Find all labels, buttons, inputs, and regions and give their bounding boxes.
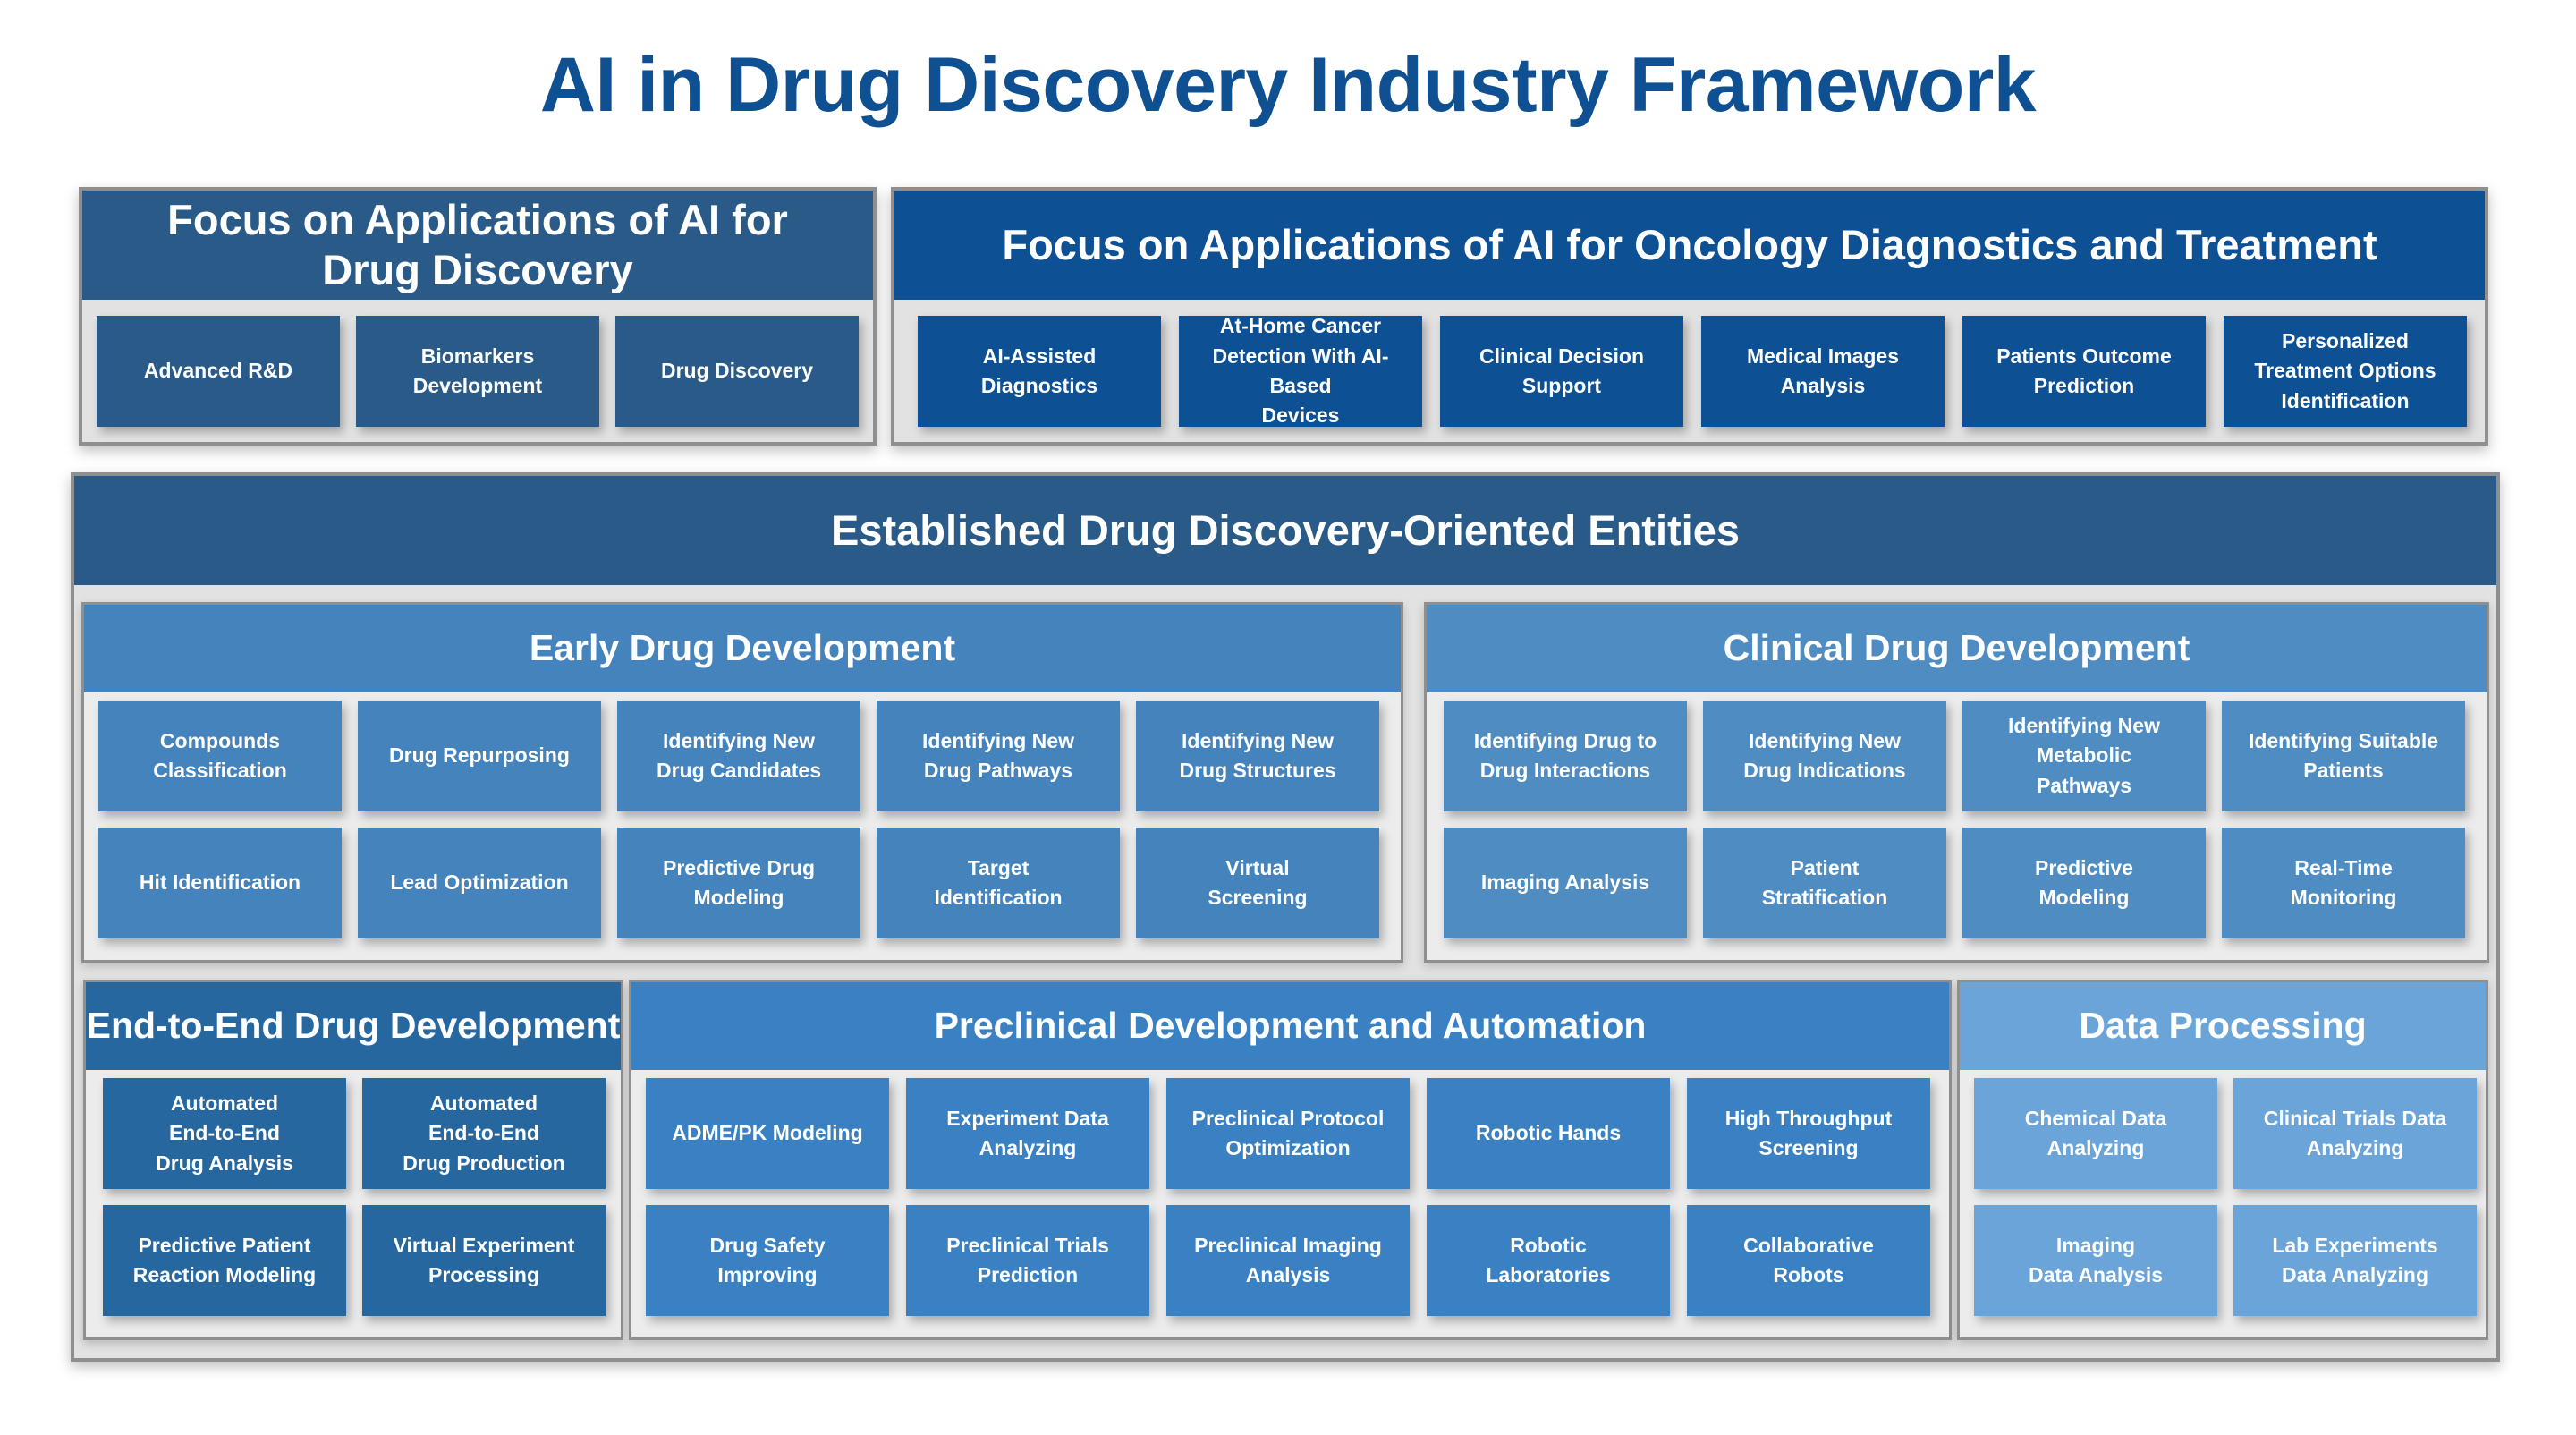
early-drug-development-header: Early Drug Development <box>84 605 1401 692</box>
category-tile[interactable]: Identifying New Drug Structures <box>1136 701 1379 811</box>
category-tile[interactable]: Robotic Laboratories <box>1427 1205 1670 1316</box>
oncology-focus-title: Focus on Applications of AI for Oncology… <box>1002 220 2377 268</box>
category-tile[interactable]: High Throughput Screening <box>1687 1078 1930 1189</box>
category-tile[interactable]: Identifying New Metabolic Pathways <box>1962 701 2206 811</box>
established-entities-header: Established Drug Discovery-Oriented Enti… <box>74 476 2496 585</box>
preclinical-header: Preclinical Development and Automation <box>631 982 1949 1070</box>
category-tile[interactable]: Drug Discovery <box>615 316 859 427</box>
category-tile[interactable]: Identifying New Drug Pathways <box>877 701 1120 811</box>
category-tile[interactable]: Clinical Trials Data Analyzing <box>2233 1078 2477 1189</box>
category-tile[interactable]: Identifying New Drug Indications <box>1703 701 1946 811</box>
category-tile[interactable]: Drug Safety Improving <box>646 1205 889 1316</box>
early-drug-development-panel: Early Drug Development Compounds Classif… <box>81 602 1403 963</box>
category-tile[interactable]: Chemical Data Analyzing <box>1974 1078 2217 1189</box>
drug-discovery-focus-header: Focus on Applications of AI for Drug Dis… <box>82 191 873 300</box>
category-tile[interactable]: Clinical Decision Support <box>1440 316 1683 427</box>
category-tile[interactable]: AI-Assisted Diagnostics <box>918 316 1161 427</box>
category-tile[interactable]: Target Identification <box>877 828 1120 938</box>
category-tile[interactable]: Experiment Data Analyzing <box>906 1078 1149 1189</box>
category-tile[interactable]: ADME/PK Modeling <box>646 1078 889 1189</box>
end-to-end-panel: End-to-End Drug Development Automated En… <box>83 980 623 1340</box>
preclinical-title: Preclinical Development and Automation <box>934 1005 1647 1047</box>
category-tile[interactable]: Real-Time Monitoring <box>2222 828 2465 938</box>
established-entities-panel: Established Drug Discovery-Oriented Enti… <box>71 472 2500 1362</box>
category-tile[interactable]: Biomarkers Development <box>356 316 599 427</box>
category-tile[interactable]: Imaging Analysis <box>1444 828 1687 938</box>
category-tile[interactable]: Predictive Modeling <box>1962 828 2206 938</box>
clinical-drug-development-header: Clinical Drug Development <box>1427 605 2487 692</box>
oncology-focus-panel: Focus on Applications of AI for Oncology… <box>891 187 2488 446</box>
end-to-end-title: End-to-End Drug Development <box>86 1005 621 1047</box>
category-tile[interactable]: Compounds Classification <box>98 701 342 811</box>
category-tile[interactable]: Patient Stratification <box>1703 828 1946 938</box>
category-tile[interactable]: Virtual Experiment Processing <box>362 1205 606 1316</box>
clinical-drug-development-title: Clinical Drug Development <box>1723 627 2190 669</box>
category-tile[interactable]: Predictive Patient Reaction Modeling <box>103 1205 346 1316</box>
category-tile[interactable]: Advanced R&D <box>97 316 340 427</box>
category-tile[interactable]: Identifying New Drug Candidates <box>617 701 860 811</box>
category-tile[interactable]: Medical Images Analysis <box>1701 316 1945 427</box>
data-processing-title: Data Processing <box>2079 1005 2367 1047</box>
data-processing-header: Data Processing <box>1960 982 2486 1070</box>
category-tile[interactable]: Identifying Drug to Drug Interactions <box>1444 701 1687 811</box>
preclinical-panel: Preclinical Development and Automation A… <box>629 980 1952 1340</box>
category-tile[interactable]: Drug Repurposing <box>358 701 601 811</box>
drug-discovery-focus-title: Focus on Applications of AI for Drug Dis… <box>167 195 788 293</box>
category-tile[interactable]: Robotic Hands <box>1427 1078 1670 1189</box>
category-tile[interactable]: Collaborative Robots <box>1687 1205 1930 1316</box>
category-tile[interactable]: Predictive Drug Modeling <box>617 828 860 938</box>
page-title: AI in Drug Discovery Industry Framework <box>539 42 2037 128</box>
early-drug-development-title: Early Drug Development <box>529 627 956 669</box>
clinical-drug-development-panel: Clinical Drug Development Identifying Dr… <box>1424 602 2489 963</box>
category-tile[interactable]: At-Home Cancer Detection With AI-Based D… <box>1179 314 1422 427</box>
category-tile[interactable]: Personalized Treatment Options Identific… <box>2224 316 2467 427</box>
established-entities-title: Established Drug Discovery-Oriented Enti… <box>831 505 1740 554</box>
category-tile[interactable]: Lead Optimization <box>358 828 601 938</box>
category-tile[interactable]: Preclinical Imaging Analysis <box>1166 1205 1410 1316</box>
category-tile[interactable]: Imaging Data Analysis <box>1974 1205 2217 1316</box>
category-tile[interactable]: Hit Identification <box>98 828 342 938</box>
category-tile[interactable]: Automated End-to-End Drug Production <box>362 1078 606 1189</box>
category-tile[interactable]: Patients Outcome Prediction <box>1962 316 2206 427</box>
category-tile[interactable]: Virtual Screening <box>1136 828 1379 938</box>
category-tile[interactable]: Lab Experiments Data Analyzing <box>2233 1205 2477 1316</box>
category-tile[interactable]: Preclinical Trials Prediction <box>906 1205 1149 1316</box>
category-tile[interactable]: Identifying Suitable Patients <box>2222 701 2465 811</box>
oncology-focus-header: Focus on Applications of AI for Oncology… <box>894 191 2485 300</box>
category-tile[interactable]: Preclinical Protocol Optimization <box>1166 1078 1410 1189</box>
end-to-end-header: End-to-End Drug Development <box>86 982 621 1070</box>
category-tile[interactable]: Automated End-to-End Drug Analysis <box>103 1078 346 1189</box>
drug-discovery-focus-panel: Focus on Applications of AI for Drug Dis… <box>79 187 877 446</box>
